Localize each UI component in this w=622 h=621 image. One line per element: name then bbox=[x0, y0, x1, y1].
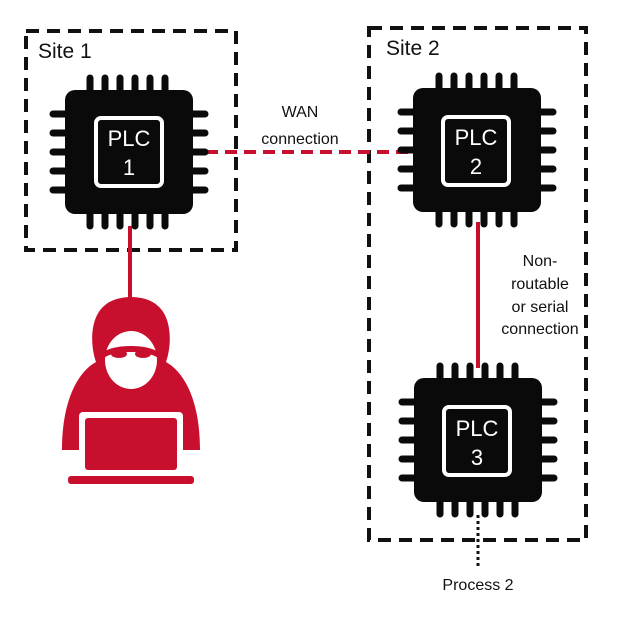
serial-label-line2: routable bbox=[511, 276, 569, 293]
site-2-label: Site 2 bbox=[386, 37, 440, 60]
site-2-boundary bbox=[367, 26, 588, 542]
process-label: Process 2 bbox=[442, 577, 513, 594]
plc-2-chip: PLC 2 bbox=[397, 72, 557, 228]
wan-label-line2: connection bbox=[261, 131, 338, 148]
plc-2-label-line2: 2 bbox=[470, 154, 482, 179]
plc-1-chip: PLC 1 bbox=[49, 74, 209, 230]
chip-icon bbox=[49, 74, 209, 230]
serial-label-line1: Non- bbox=[523, 253, 558, 270]
chip-icon bbox=[398, 362, 558, 518]
plc-1-label-line2: 1 bbox=[123, 155, 135, 180]
plc-2-label-line1: PLC bbox=[455, 125, 498, 150]
plc-3-label-line2: 3 bbox=[471, 445, 483, 470]
hacker-icon bbox=[62, 297, 200, 484]
chip-icon bbox=[397, 72, 557, 228]
plc-3-chip: PLC 3 bbox=[398, 362, 558, 518]
serial-label-line4: connection bbox=[501, 321, 578, 338]
wan-label-line1: WAN bbox=[282, 104, 319, 121]
serial-label-line3: or serial bbox=[512, 299, 569, 316]
plc-1-label-line1: PLC bbox=[108, 126, 151, 151]
plc-3-label-line1: PLC bbox=[456, 416, 499, 441]
laptop-icon bbox=[68, 412, 194, 484]
site-1-label: Site 1 bbox=[38, 40, 92, 63]
